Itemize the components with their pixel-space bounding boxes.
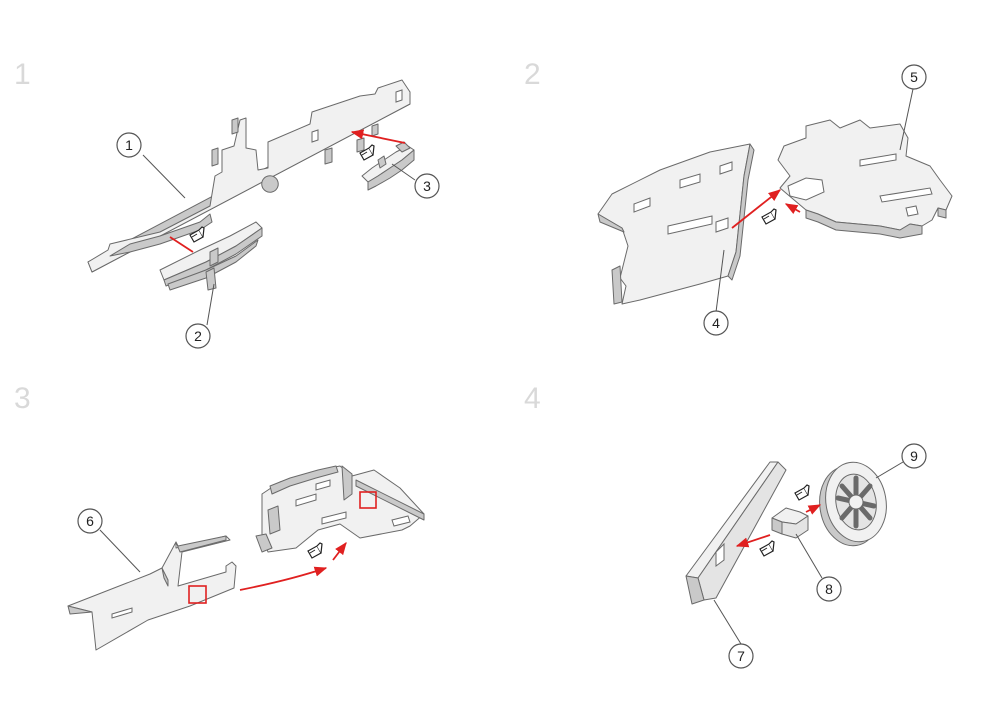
step-number-1: 1 bbox=[14, 58, 31, 91]
side-plate-part bbox=[597, 143, 755, 305]
glue-bottle-icon bbox=[761, 208, 777, 225]
highlight-box bbox=[359, 491, 377, 509]
glue-bottle-icon bbox=[794, 484, 810, 501]
callout-label: 2 bbox=[194, 328, 202, 344]
highlight-box bbox=[188, 585, 207, 604]
panel-step-1: 1 2 3 bbox=[87, 79, 440, 349]
panel-step-3: 6 bbox=[67, 465, 425, 651]
assembled-chassis bbox=[255, 465, 425, 553]
insert-arrow bbox=[784, 203, 801, 215]
callout-label: 9 bbox=[910, 448, 918, 464]
callout-label: 7 bbox=[737, 648, 745, 664]
leaf-spring-part bbox=[159, 221, 263, 291]
callout-label: 1 bbox=[125, 137, 133, 153]
axle-beam-part bbox=[685, 461, 787, 605]
frame-rail-part bbox=[87, 79, 411, 273]
insert-arrow bbox=[805, 504, 822, 515]
insert-arrow bbox=[169, 236, 194, 253]
callout-6 bbox=[77, 508, 103, 534]
wheel-part bbox=[819, 461, 887, 547]
callout-label: 4 bbox=[712, 315, 720, 331]
callout-label: 3 bbox=[423, 178, 431, 194]
callout-3 bbox=[414, 173, 440, 199]
insert-arrow bbox=[332, 541, 347, 561]
floor-plate-part bbox=[777, 119, 953, 239]
callout-2 bbox=[185, 323, 211, 349]
insert-arrow bbox=[239, 566, 328, 591]
panel-step-4: 7 8 9 bbox=[685, 443, 927, 669]
side-panel-part bbox=[67, 535, 237, 651]
callout-1 bbox=[116, 132, 142, 158]
callout-7 bbox=[728, 643, 754, 669]
callout-label: 6 bbox=[86, 513, 94, 529]
insert-arrow bbox=[731, 189, 781, 229]
panel-step-2: 4 5 bbox=[597, 64, 953, 336]
callout-5 bbox=[901, 64, 927, 90]
callout-label: 5 bbox=[910, 69, 918, 85]
step-number-4: 4 bbox=[524, 382, 541, 415]
step-number-3: 3 bbox=[14, 382, 31, 415]
step-number-2: 2 bbox=[524, 58, 541, 91]
glue-bottle-icon bbox=[307, 542, 323, 559]
glue-bottle-icon bbox=[759, 540, 775, 557]
callout-9 bbox=[901, 443, 927, 469]
shackle-part bbox=[361, 141, 415, 191]
insert-arrow bbox=[735, 534, 771, 548]
insert-arrow bbox=[350, 129, 406, 144]
bracket-part bbox=[771, 507, 809, 539]
callout-label: 8 bbox=[825, 581, 833, 597]
callout-8 bbox=[816, 576, 842, 602]
callout-4 bbox=[703, 310, 729, 336]
